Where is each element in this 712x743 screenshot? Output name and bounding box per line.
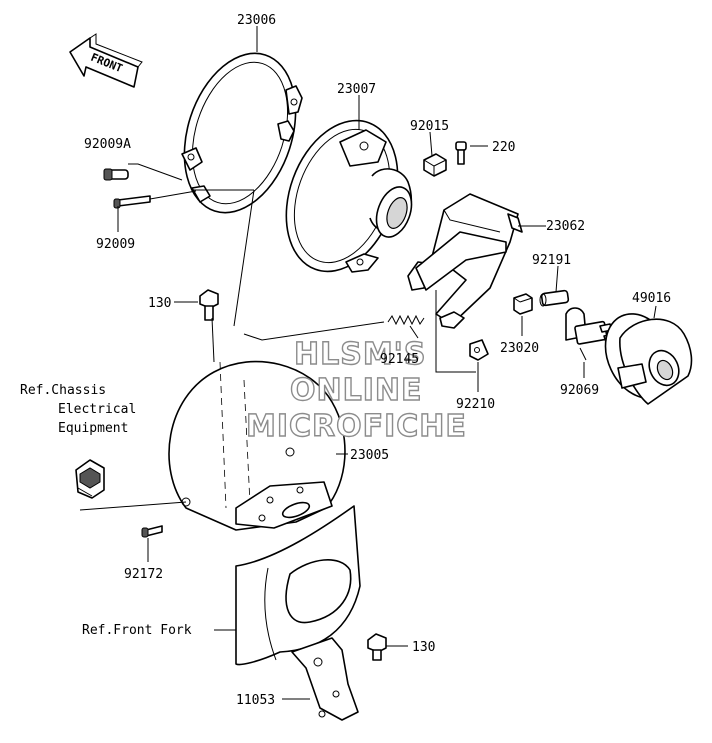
watermark-line-2: ONLINE xyxy=(290,373,423,408)
label-130-bottom: 130 xyxy=(412,640,435,655)
fork-bracket xyxy=(291,637,359,721)
leader-lines xyxy=(79,26,657,700)
headlight-housing xyxy=(285,119,413,273)
label-92009: 92009 xyxy=(96,237,135,252)
label-23007: 23007 xyxy=(337,82,376,97)
label-92191: 92191 xyxy=(532,253,571,268)
watermark-line-1: HLSM'S xyxy=(294,337,426,372)
part-labels: 23006 23007 92015 220 92009A 92009 23062… xyxy=(84,13,671,708)
ref-chassis-line-1: Ref.Chassis xyxy=(20,383,106,398)
bulb-cover xyxy=(604,313,693,405)
nut-92015 xyxy=(423,153,447,177)
headlight-rim xyxy=(181,52,303,214)
front-fork xyxy=(235,505,361,666)
label-11053: 11053 xyxy=(236,693,275,708)
ref-chassis-line-2: Electrical xyxy=(58,402,136,417)
label-23020: 23020 xyxy=(500,341,539,356)
label-23062: 23062 xyxy=(546,219,585,234)
watermark-line-3: MICROFICHE xyxy=(246,409,467,444)
reference-labels: Ref.Chassis Electrical Equipment Ref.Fro… xyxy=(20,383,192,638)
bolt-220 xyxy=(455,141,467,165)
front-direction-arrow: FRONT xyxy=(69,33,143,88)
headlight-shell xyxy=(168,360,346,531)
label-23006: 23006 xyxy=(237,13,276,28)
label-92210: 92210 xyxy=(456,397,495,412)
bolt-130-bottom xyxy=(367,633,387,661)
label-92009a: 92009A xyxy=(84,137,131,152)
grommet-23020 xyxy=(513,293,533,315)
ref-front-fork: Ref.Front Fork xyxy=(82,623,192,638)
ref-chassis-line-3: Equipment xyxy=(58,421,128,436)
label-92069: 92069 xyxy=(560,383,599,398)
watermark: HLSM'S ONLINE MICROFICHE xyxy=(245,336,467,444)
spring-92145 xyxy=(387,314,425,326)
bolt-130-top xyxy=(199,289,219,321)
label-92172: 92172 xyxy=(124,567,163,582)
plate-92210 xyxy=(469,339,489,361)
label-49016: 49016 xyxy=(632,291,671,306)
screw-92009 xyxy=(113,195,151,209)
label-23005: 23005 xyxy=(350,448,389,463)
screw-92009a xyxy=(103,168,129,181)
label-220: 220 xyxy=(492,140,515,155)
headlight-bracket xyxy=(407,193,523,329)
label-92145: 92145 xyxy=(380,352,419,367)
sleeve-92191 xyxy=(539,289,570,307)
screw-92172 xyxy=(141,525,163,538)
label-92015: 92015 xyxy=(410,119,449,134)
label-130-top: 130 xyxy=(148,296,171,311)
electrical-connector xyxy=(75,459,105,499)
